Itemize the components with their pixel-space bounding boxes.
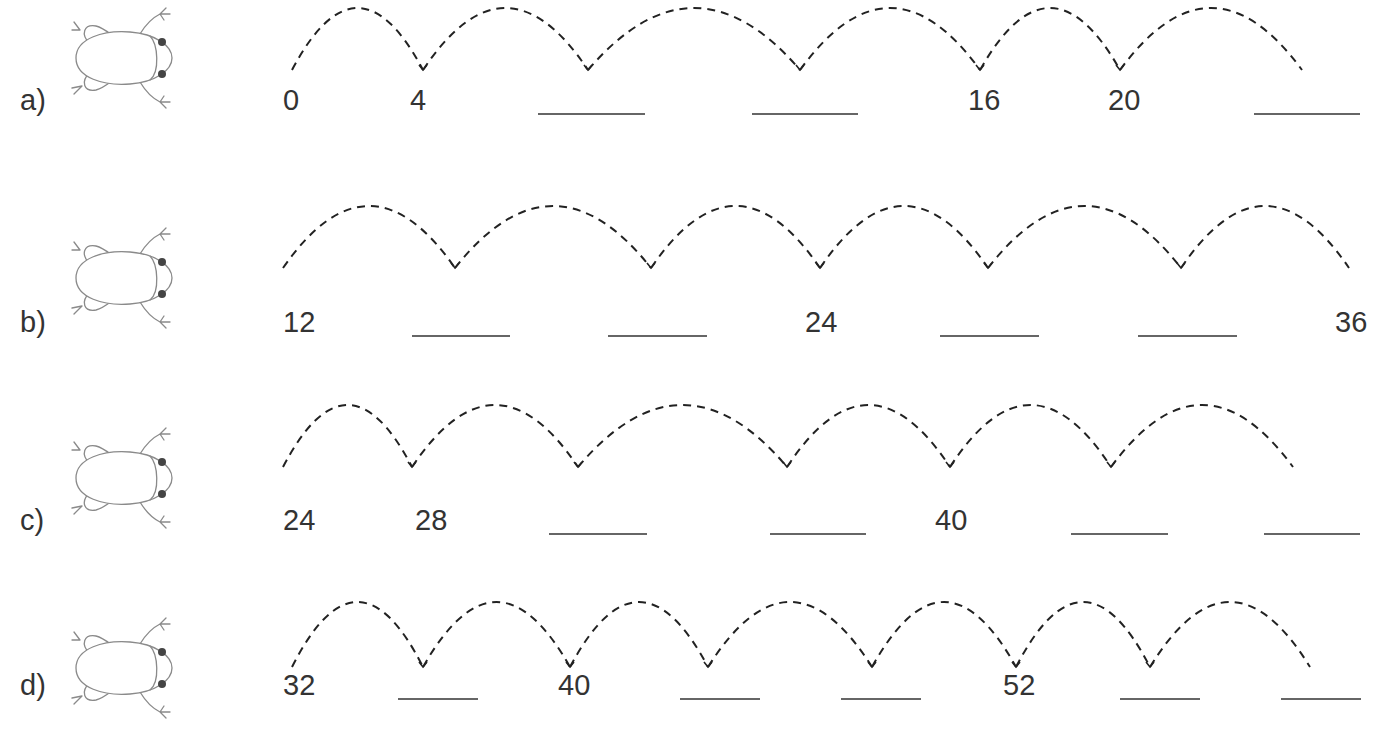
answer-blank — [1281, 698, 1361, 700]
answer-blank — [412, 335, 510, 337]
worksheet-number: 0 — [283, 84, 299, 116]
answer-blank — [680, 698, 760, 700]
answer-blank — [398, 698, 478, 700]
jump-arc — [292, 8, 423, 70]
worksheet-number: 52 — [1003, 669, 1035, 701]
worksheet-number: 24 — [283, 504, 315, 536]
jump-arc — [1111, 405, 1293, 467]
jump-arc — [980, 8, 1120, 70]
jump-arc — [292, 602, 423, 667]
jump-arc — [455, 206, 651, 268]
jump-arc — [1120, 8, 1302, 70]
answer-blank — [538, 113, 645, 115]
jump-arc — [787, 405, 950, 467]
worksheet-number: 40 — [935, 504, 967, 536]
frog-picture — [72, 618, 172, 718]
jump-arc — [988, 206, 1181, 268]
jump-arc — [1150, 602, 1310, 667]
answer-blank — [940, 335, 1039, 337]
jump-arc — [950, 405, 1111, 467]
answer-blank — [1254, 113, 1360, 115]
answer-blank — [608, 335, 707, 337]
jump-arc — [423, 602, 570, 667]
worksheet-number: 16 — [968, 84, 1000, 116]
jump-arc — [1181, 206, 1349, 268]
worksheet-number: c) — [20, 504, 44, 536]
answer-blank — [841, 698, 921, 700]
worksheet-number: b) — [20, 306, 46, 338]
answer-blank — [549, 533, 647, 535]
jump-arc — [708, 602, 872, 667]
frog-picture — [72, 428, 172, 528]
worksheet-number: 4 — [410, 84, 426, 116]
jump-arc — [283, 206, 455, 268]
answer-blank — [1264, 533, 1360, 535]
answer-blank — [752, 113, 858, 115]
answer-blank — [1120, 698, 1200, 700]
jump-arc — [423, 8, 588, 70]
worksheet-number: d) — [20, 669, 46, 701]
jump-arc — [578, 405, 787, 467]
jump-arc — [1016, 602, 1150, 667]
jump-arc — [872, 602, 1016, 667]
jump-arc — [588, 8, 800, 70]
worksheet-number: 28 — [415, 504, 447, 536]
jump-arc — [800, 8, 980, 70]
jump-arc — [412, 405, 578, 467]
worksheet-number: 12 — [283, 306, 315, 338]
jump-arc — [283, 405, 412, 467]
answer-blank — [1071, 533, 1168, 535]
worksheet-number: a) — [20, 84, 46, 116]
answer-blank — [1138, 335, 1237, 337]
worksheet-number: 20 — [1108, 84, 1140, 116]
worksheet-number: 36 — [1335, 306, 1367, 338]
worksheet-number: 32 — [283, 669, 315, 701]
frog-picture — [72, 8, 172, 108]
answer-blank — [770, 533, 866, 535]
frog-picture — [72, 228, 172, 328]
jump-arc — [820, 206, 988, 268]
worksheet-number: 40 — [558, 669, 590, 701]
worksheet-number: 24 — [805, 306, 837, 338]
jump-arc — [570, 602, 708, 667]
jump-arc — [651, 206, 820, 268]
